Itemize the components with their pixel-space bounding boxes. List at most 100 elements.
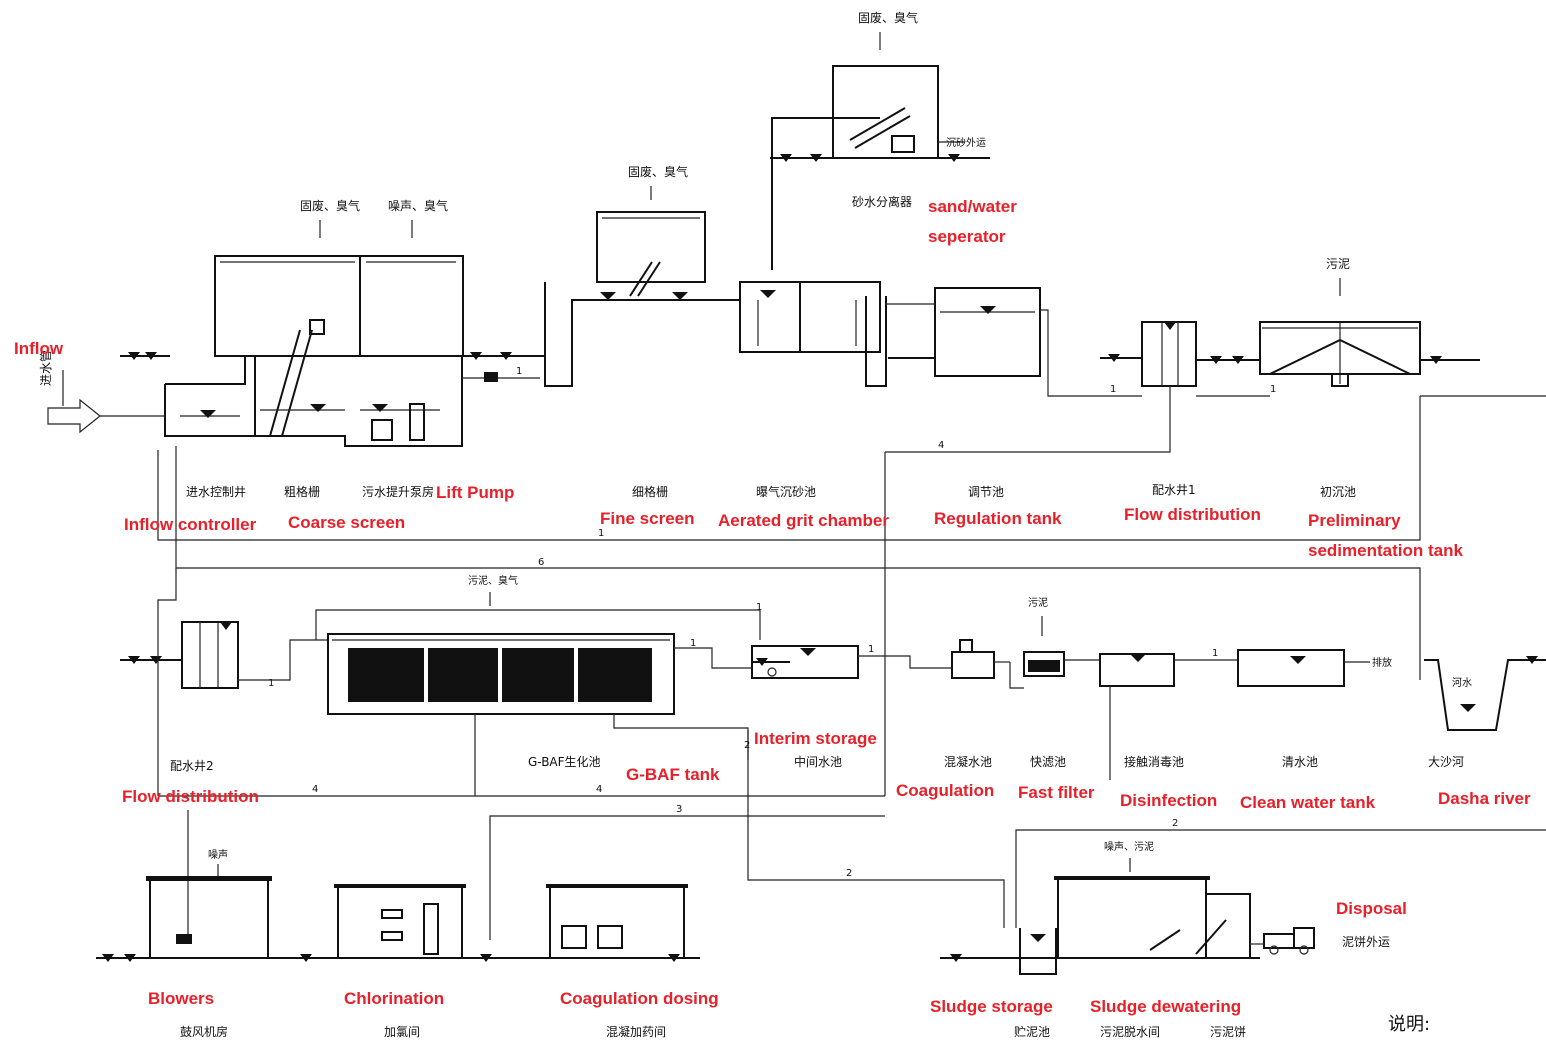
sludge-dewatering-building (1054, 876, 1251, 959)
label-inflow-controller: Inflow controller (124, 515, 257, 534)
line-num-6: 6 (538, 557, 544, 568)
label-prelim-sed-2: sedimentation tank (1308, 541, 1463, 560)
discharge-text: 排放 (1372, 656, 1392, 669)
influent-pipe-text: 进水管 (38, 350, 53, 386)
line-num-1f: 1 (690, 638, 696, 649)
label-coagulation: Coagulation (896, 781, 994, 800)
sludge-cake-cn: 污泥饼 (1210, 1025, 1246, 1039)
ground-line-row2 (120, 656, 1546, 666)
label-blowers: Blowers (148, 989, 214, 1008)
fine-screen-grit-unit (544, 211, 887, 387)
disinfection-tank (1099, 653, 1238, 780)
line-num-4c: 4 (596, 784, 602, 795)
label-sand-water-1: sand/water (928, 197, 1017, 216)
line-num-1b: 1 (516, 366, 522, 377)
prelim-sed-cn: 初沉池 (1320, 485, 1356, 499)
gbaf-cn: G-BAF生化池 (528, 755, 601, 769)
label-clean-water-tank: Clean water tank (1240, 793, 1376, 812)
line-num-4a: 4 (938, 440, 944, 451)
coarse-screen-cn: 粗格栅 (284, 484, 320, 499)
fast-filter-cn: 快滤池 (1030, 755, 1066, 769)
label-inflow: Inflow (14, 339, 64, 358)
flow-distribution-2 (157, 568, 328, 796)
coagulation-cn: 混凝水池 (944, 754, 992, 769)
line-num-2c: 2 (744, 740, 750, 751)
line-num-2a: 2 (1172, 818, 1178, 829)
inflow-well-cn: 进水控制井 (186, 485, 246, 499)
label-gbaf-tank: G-BAF tank (626, 765, 720, 784)
sludge-dewatering-cn: 污泥脱水间 (1100, 1024, 1160, 1039)
emission-dust-2: 固废、臭气 (628, 164, 688, 179)
disposal-truck (1250, 927, 1315, 955)
emission-dust-1: 固废、臭气 (300, 198, 360, 213)
lift-pump-cn: 污水提升泵房 (362, 484, 434, 499)
clean-water-tank (1237, 649, 1370, 687)
fast-filter (1009, 651, 1100, 689)
interim-cn: 中间水池 (794, 754, 842, 769)
regulation-tank (886, 287, 1142, 397)
regulation-tank-cn: 调节池 (968, 485, 1004, 499)
sludge-storage-cn: 贮泥池 (1014, 1024, 1050, 1039)
line-num-2b: 2 (846, 868, 852, 879)
line-num-1c: 1 (1110, 384, 1116, 395)
sand-water-separator (770, 65, 990, 270)
chlorination-building (334, 884, 466, 959)
aerated-grit-cn: 曝气沉砂池 (756, 484, 816, 499)
label-chlorination: Chlorination (344, 989, 444, 1008)
line-num-3: 3 (676, 804, 682, 815)
chlorination-cn: 加氯间 (384, 1025, 420, 1039)
emission-noise-1: 噪声、臭气 (388, 198, 448, 213)
label-sand-water-2: seperator (928, 227, 1006, 246)
emission-sludge-gbaf: 污泥、臭气 (468, 574, 518, 587)
sand-water-cn: 砂水分离器 (852, 194, 912, 209)
label-aerated-grit: Aerated grit chamber (718, 511, 889, 530)
line-num-1i: 1 (1212, 648, 1218, 659)
clean-water-cn: 清水池 (1282, 755, 1318, 769)
blowers-building (146, 876, 272, 959)
coag-dosing-cn: 混凝加药间 (606, 1024, 666, 1039)
label-disinfection: Disinfection (1120, 791, 1217, 810)
ground-line-row1 (120, 352, 1480, 364)
sludge-storage-tank (1019, 928, 1057, 975)
label-sludge-storage: Sludge storage (930, 997, 1053, 1016)
disinfection-cn: 接触消毒池 (1124, 754, 1184, 769)
label-prelim-sed-1: Preliminary (1308, 511, 1401, 530)
label-disposal: Disposal (1336, 899, 1407, 918)
disposal-cn: 泥饼外运 (1342, 935, 1390, 949)
fine-screen-cn: 细格栅 (632, 484, 668, 499)
distribution-lines-bottom (158, 730, 1546, 940)
label-coagulation-dosing: Coagulation dosing (560, 989, 719, 1008)
label-sludge-dewatering: Sludge dewatering (1090, 997, 1241, 1016)
gbaf-tank (315, 609, 1005, 928)
river-water-text: 河水 (1452, 677, 1472, 689)
dasha-river (1424, 659, 1520, 731)
coagulation-tank (951, 639, 1010, 679)
legend-title: 说明: (1388, 1014, 1430, 1035)
line-num-1h: 1 (868, 644, 874, 655)
flow-distribution-1 (1141, 321, 1270, 397)
return-lines (157, 386, 1421, 796)
label-lift-pump: Lift Pump (436, 483, 514, 502)
noise-blowers: 噪声 (208, 848, 228, 861)
sludge-fastfilter: 污泥 (1028, 596, 1048, 609)
noise-sludge-text: 噪声、污泥 (1104, 840, 1154, 853)
coagulation-dosing-building (546, 884, 688, 959)
dasha-river-cn: 大沙河 (1428, 755, 1464, 769)
flow-dist-2-cn: 配水井2 (170, 759, 214, 773)
flow-dist-1-cn: 配水井1 (1152, 483, 1196, 497)
label-fast-filter: Fast filter (1018, 783, 1095, 802)
emission-dust-3: 固废、臭气 (858, 10, 918, 25)
blowers-cn: 鼓风机房 (180, 1024, 228, 1039)
line-num-1g: 1 (268, 678, 274, 689)
interim-storage-tank (751, 645, 952, 679)
sludge-emission-top: 污泥 (1326, 257, 1350, 271)
label-flow-distribution-1: Flow distribution (1124, 505, 1261, 524)
line-num-4b: 4 (312, 784, 318, 795)
label-interim-storage: Interim storage (754, 729, 877, 748)
line-num-1e: 1 (756, 602, 762, 613)
line-num-1d: 1 (1270, 384, 1276, 395)
preliminary-sedimentation-tank (1259, 321, 1421, 387)
label-coarse-screen: Coarse screen (288, 513, 405, 532)
label-flow-distribution-2: Flow distribution (122, 787, 259, 806)
line-num-1a: 1 (598, 528, 604, 539)
